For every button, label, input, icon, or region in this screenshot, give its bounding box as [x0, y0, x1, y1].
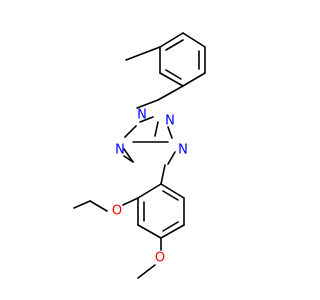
- bond: [167, 151, 176, 165]
- molecule-structure-diagram: N N N N O O: [73, 32, 206, 279]
- bond: [125, 46, 161, 61]
- bond: [159, 72, 184, 87]
- bond: [137, 183, 162, 199]
- bond: [73, 200, 91, 209]
- tetrazole-n2-label: N: [137, 108, 147, 123]
- bond: [157, 85, 184, 101]
- methoxy-oxygen-label: O: [155, 251, 165, 266]
- bond: [124, 125, 137, 138]
- bond: [167, 126, 173, 139]
- bond: [137, 264, 156, 279]
- ethoxy-group: [73, 197, 139, 212]
- tetrazole-ring: [123, 116, 176, 165]
- bond: [160, 224, 185, 239]
- methoxy-group: [137, 237, 162, 279]
- bond: [139, 116, 154, 123]
- aryl-linker: [160, 164, 166, 185]
- bond: [165, 69, 182, 80]
- bond: [182, 32, 206, 48]
- methylphenyl-ring: [125, 32, 206, 87]
- bond: [165, 39, 184, 51]
- bond: [182, 72, 206, 87]
- bond: [89, 200, 108, 212]
- benzyl-linker: [136, 85, 184, 109]
- tetrazole-n3-label: N: [165, 114, 175, 129]
- bond: [137, 224, 162, 239]
- bond: [160, 164, 166, 185]
- bond: [154, 121, 159, 137]
- bond: [160, 183, 185, 199]
- bond: [122, 197, 139, 206]
- bond: [162, 221, 179, 232]
- bond: [123, 148, 134, 163]
- tetrazole-n1-label: N: [115, 143, 125, 158]
- bond: [159, 32, 184, 48]
- bond: [136, 99, 159, 109]
- tetrazole-n4-label: N: [178, 143, 188, 158]
- bond: [123, 155, 134, 163]
- bond: [162, 190, 179, 201]
- dialkoxyphenyl-ring: [137, 183, 185, 239]
- ethoxy-oxygen-label: O: [112, 204, 122, 219]
